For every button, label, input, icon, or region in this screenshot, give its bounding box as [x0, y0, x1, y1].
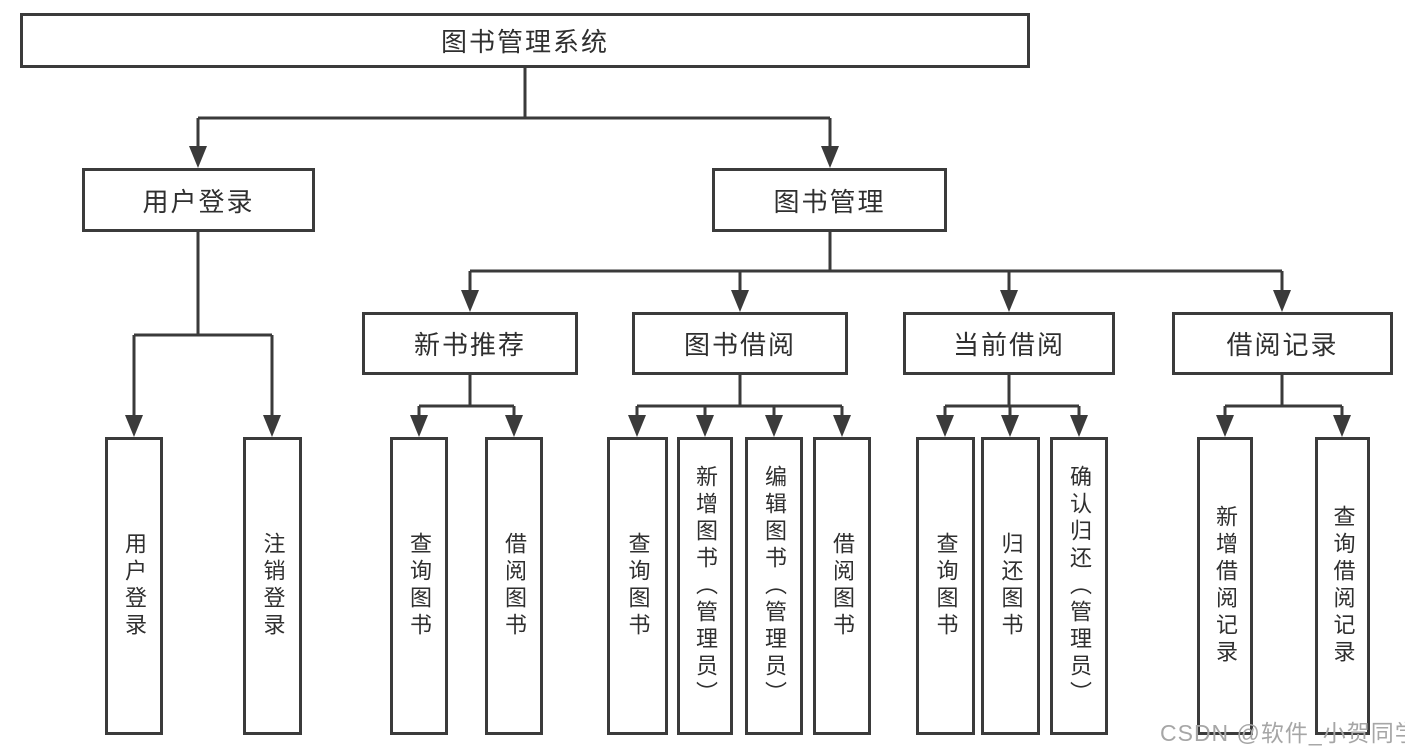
leaf-query-borrow-record: 查询借阅记录 [1315, 437, 1370, 735]
leaf-query-books-recommend: 查询图书 [390, 437, 448, 735]
leaf-query-books-current-label: 查询图书 [933, 532, 959, 640]
leaf-add-book-admin: 新增图书（管理员） [677, 437, 733, 735]
node-user-login-label: 用户登录 [142, 186, 255, 217]
arrowheads [125, 146, 1351, 437]
leaf-logout-label: 注销登录 [260, 532, 286, 640]
leaf-query-books-borrowing: 查询图书 [607, 437, 668, 735]
leaf-return-books-label: 归还图书 [998, 532, 1024, 640]
leaf-query-books-current: 查询图书 [916, 437, 975, 735]
leaf-confirm-return-admin: 确认归还（管理员） [1050, 437, 1108, 735]
leaf-logout: 注销登录 [243, 437, 302, 735]
leaf-user-login-label: 用户登录 [122, 532, 147, 640]
leaf-query-books-borrowing-label: 查询图书 [625, 532, 651, 640]
leaf-borrow-books-recommend-label: 借阅图书 [502, 532, 527, 640]
node-new-book-recommend-label: 新书推荐 [413, 330, 526, 360]
watermark: CSDN @软件_小贺同学 [1160, 720, 1405, 746]
leaf-borrow-books-recommend: 借阅图书 [485, 437, 543, 735]
leaf-query-borrow-record-label: 查询借阅记录 [1330, 505, 1356, 667]
leaf-add-borrow-record: 新增借阅记录 [1197, 437, 1253, 735]
node-book-management: 图书管理 [712, 168, 947, 232]
node-borrowing-records-label: 借阅记录 [1226, 330, 1339, 360]
node-root-label: 图书管理系统 [440, 27, 609, 57]
node-book-borrowing-label: 图书借阅 [683, 330, 796, 360]
node-book-management-label: 图书管理 [773, 186, 886, 217]
leaf-confirm-return-admin-label: 确认归还（管理员） [1067, 464, 1092, 708]
leaf-add-borrow-record-label: 新增借阅记录 [1213, 505, 1238, 667]
node-book-borrowing: 图书借阅 [632, 312, 848, 375]
leaf-add-book-admin-label: 新增图书（管理员） [693, 464, 718, 708]
node-current-borrowing-label: 当前借阅 [952, 330, 1065, 360]
leaf-borrow-books: 借阅图书 [813, 437, 871, 735]
leaf-query-books-recommend-label: 查询图书 [407, 532, 432, 640]
leaf-user-login: 用户登录 [105, 437, 163, 735]
node-user-login: 用户登录 [82, 168, 315, 232]
leaf-return-books: 归还图书 [981, 437, 1040, 735]
node-borrowing-records: 借阅记录 [1172, 312, 1393, 375]
leaf-edit-book-admin-label: 编辑图书（管理员） [762, 464, 787, 708]
leaf-borrow-books-label: 借阅图书 [830, 532, 855, 640]
node-current-borrowing: 当前借阅 [903, 312, 1115, 375]
node-root: 图书管理系统 [20, 13, 1030, 68]
node-new-book-recommend: 新书推荐 [362, 312, 578, 375]
leaf-edit-book-admin: 编辑图书（管理员） [745, 437, 803, 735]
